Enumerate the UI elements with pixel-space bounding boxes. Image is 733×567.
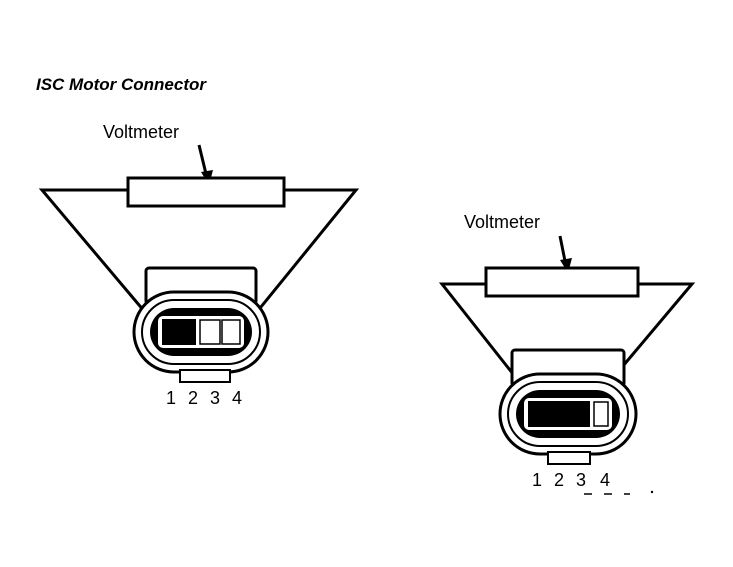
voltmeter-label-left: Voltmeter bbox=[103, 122, 179, 142]
pin-number: 4 bbox=[600, 470, 610, 490]
terminal-pin-4-left bbox=[221, 319, 241, 345]
connector-key-left bbox=[179, 369, 231, 383]
connector-seal-right bbox=[507, 381, 629, 447]
pin-number: 1 bbox=[166, 388, 176, 408]
pin-number: 3 bbox=[210, 388, 220, 408]
pin-number: 2 bbox=[554, 470, 564, 490]
connector-diagram-right: Voltmeter 1 2 3 4 bbox=[438, 212, 696, 495]
pin-number: 2 bbox=[188, 388, 198, 408]
diagram-title: ISC Motor Connector bbox=[36, 75, 207, 94]
voltmeter-lead-1-left bbox=[38, 188, 152, 319]
terminal-pin-4-right bbox=[593, 401, 609, 427]
connector-diagram-left: Voltmeter 1 2 3 4 bbox=[38, 122, 360, 408]
pin-number: 4 bbox=[232, 388, 242, 408]
scan-dot bbox=[650, 490, 654, 494]
voltmeter-label-right: Voltmeter bbox=[464, 212, 540, 232]
terminal-pin-3-left bbox=[199, 319, 221, 345]
voltmeter-lead-2-right bbox=[594, 282, 696, 399]
voltmeter-body-right bbox=[484, 266, 640, 298]
pin-number: 1 bbox=[532, 470, 542, 490]
voltmeter-lead-1-right bbox=[438, 282, 534, 399]
connector-seal-left bbox=[141, 299, 261, 365]
terminal-pin-1-2-left bbox=[162, 319, 196, 345]
terminal-pin-1-3-right bbox=[528, 401, 590, 427]
connector-key-right bbox=[547, 451, 591, 465]
voltmeter-lead-2-left bbox=[250, 188, 360, 319]
voltmeter-body-left bbox=[126, 176, 286, 208]
pin-number: 3 bbox=[576, 470, 586, 490]
